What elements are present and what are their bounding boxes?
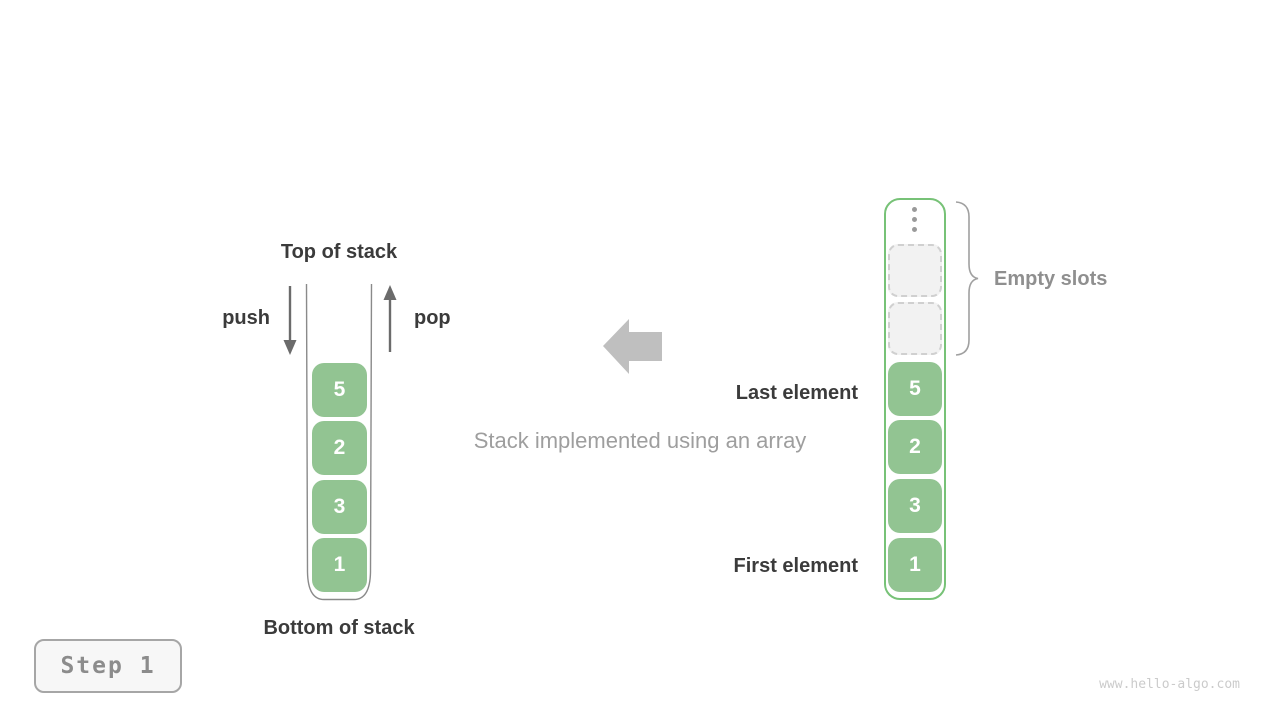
array-element: 2 [888, 420, 942, 474]
step-badge: Step 1 [34, 639, 182, 693]
array-empty-slot [888, 244, 942, 297]
first-element-label: First element [733, 555, 858, 577]
big-left-arrow-icon [603, 319, 662, 374]
array-empty-slot [888, 302, 942, 355]
vertical-ellipsis-icon [912, 207, 917, 232]
stack-container-outline [305, 283, 373, 601]
push-label: push [222, 307, 270, 329]
stack-element: 3 [312, 480, 367, 534]
pop-label: pop [414, 307, 451, 329]
bottom-of-stack-label: Bottom of stack [263, 617, 415, 639]
array-element: 5 [888, 362, 942, 416]
stack-element: 5 [312, 363, 367, 417]
push-down-arrow-icon [283, 286, 297, 355]
watermark: www.hello-algo.com [1099, 677, 1240, 692]
step-badge-label: Step 1 [60, 653, 156, 679]
last-element-label: Last element [735, 382, 858, 404]
array-element: 3 [888, 479, 942, 533]
top-of-stack-label: Top of stack [280, 241, 398, 263]
array-element: 1 [888, 538, 942, 592]
stack-element: 1 [312, 538, 367, 592]
figure-caption: Stack implemented using an array [473, 428, 807, 453]
stack-element: 2 [312, 421, 367, 475]
empty-slots-label: Empty slots [994, 268, 1108, 290]
pop-up-arrow-icon [383, 285, 397, 352]
empty-slots-brace [955, 201, 979, 356]
